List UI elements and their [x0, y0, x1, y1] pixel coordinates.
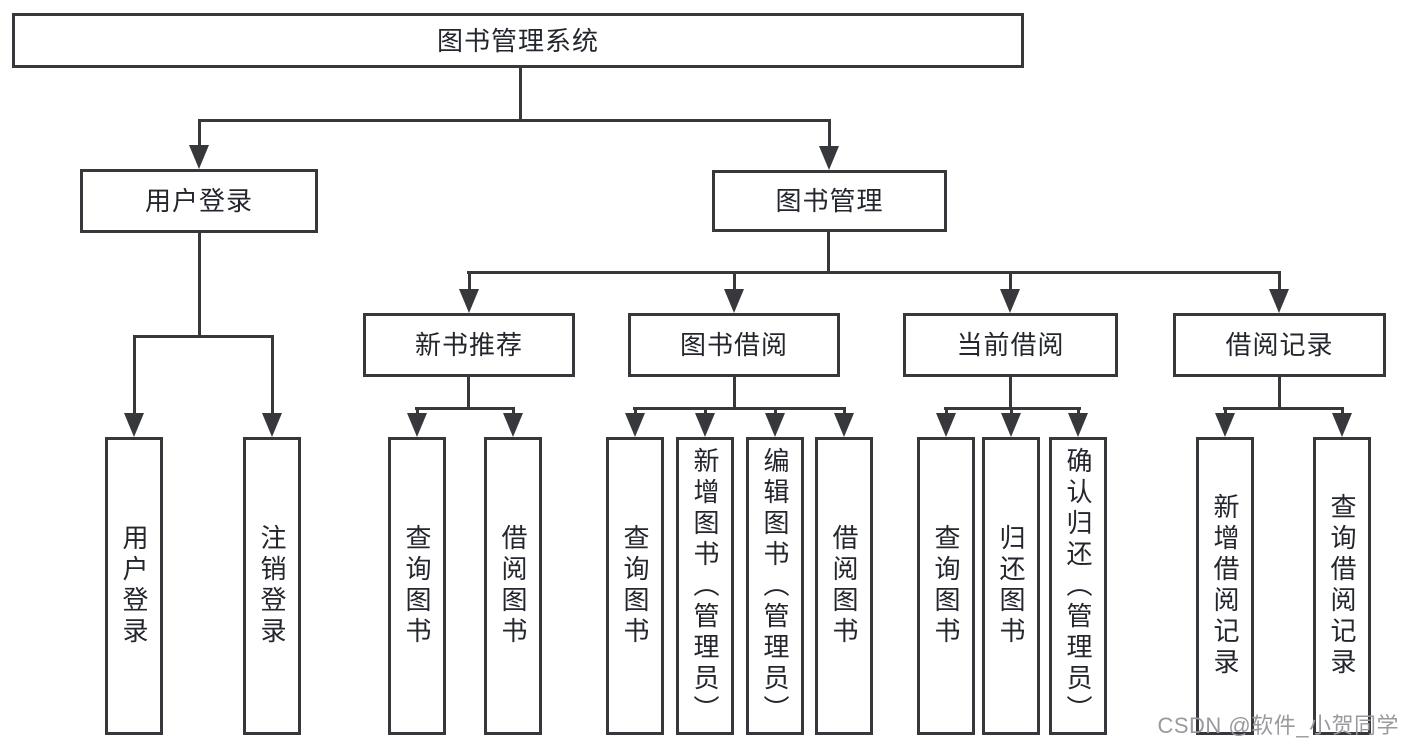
arrow-down-icon [1068, 413, 1088, 437]
connector-drop [468, 271, 471, 293]
connector-drop [1009, 271, 1012, 293]
connector-bar [633, 407, 846, 410]
node-book-borrowing: 图书借阅 [628, 313, 840, 377]
arrow-down-icon [819, 146, 839, 170]
leaf-borrow-add-books-admin: 新增图书（管理员） [676, 437, 734, 735]
node-current-borrowing: 当前借阅 [903, 313, 1118, 377]
connector-bar [467, 271, 1281, 274]
connector-stem [1278, 377, 1281, 410]
connector-drop [774, 407, 777, 417]
connector-drop [198, 119, 201, 149]
node-new-book-recommendation: 新书推荐 [363, 313, 575, 377]
arrow-down-icon [625, 413, 645, 437]
connector-drop [1224, 407, 1227, 417]
connector-bar [415, 407, 515, 410]
connector-stem [1009, 377, 1012, 410]
arrow-down-icon [1269, 289, 1289, 313]
connector-drop [828, 119, 831, 149]
leaf-borrow-edit-books-admin: 编辑图书（管理员） [746, 437, 804, 735]
connector-drop [1010, 407, 1013, 417]
arrow-down-icon [695, 413, 715, 437]
connector-drop [634, 407, 637, 417]
connector-drop [1278, 271, 1281, 293]
connector-drop [843, 407, 846, 417]
leaf-borrow-borrow-books: 借阅图书 [815, 437, 873, 735]
connector-bar [198, 119, 831, 122]
arrow-down-icon [124, 413, 144, 437]
node-user-login: 用户登录 [80, 169, 318, 233]
arrow-down-icon [1332, 413, 1352, 437]
arrow-down-icon [407, 413, 427, 437]
leaf-records-add-record: 新增借阅记录 [1196, 437, 1254, 735]
connector-stem [827, 232, 830, 274]
node-root: 图书管理系统 [12, 13, 1024, 68]
leaf-records-query-record: 查询借阅记录 [1313, 437, 1371, 735]
leaf-current-return-books: 归还图书 [982, 437, 1040, 735]
connector-bar [133, 335, 274, 338]
connector-stem [198, 233, 201, 338]
arrow-down-icon [724, 289, 744, 313]
arrow-down-icon [262, 413, 282, 437]
connector-drop [512, 407, 515, 417]
connector-stem [733, 377, 736, 410]
leaf-current-query-books: 查询图书 [917, 437, 975, 735]
arrow-down-icon [1001, 413, 1021, 437]
leaf-borrow-query-books: 查询图书 [606, 437, 664, 735]
arrow-down-icon [936, 413, 956, 437]
connector-drop [416, 407, 419, 417]
connector-drop [133, 335, 136, 415]
connector-bar [1223, 407, 1344, 410]
arrow-down-icon [503, 413, 523, 437]
connector-drop [1077, 407, 1080, 417]
connector-drop [704, 407, 707, 417]
csdn-watermark: CSDN @软件_小贺同学 [1157, 713, 1399, 738]
connector-drop [1341, 407, 1344, 417]
leaf-current-confirm-return-admin: 确认归还（管理员） [1049, 437, 1107, 735]
connector-drop [271, 335, 274, 415]
arrow-down-icon [459, 289, 479, 313]
connector-drop [733, 271, 736, 293]
leaf-recommend-query-books: 查询图书 [388, 437, 446, 735]
arrow-down-icon [765, 413, 785, 437]
arrow-down-icon [1215, 413, 1235, 437]
connector-stem [519, 68, 522, 122]
connector-drop [945, 407, 948, 417]
arrow-down-icon [1000, 289, 1020, 313]
connector-stem [467, 377, 470, 410]
arrow-down-icon [834, 413, 854, 437]
leaf-recommend-borrow-books: 借阅图书 [484, 437, 542, 735]
leaf-logout: 注销登录 [243, 437, 301, 735]
node-borrowing-records: 借阅记录 [1173, 313, 1386, 377]
leaf-user-login: 用户登录 [105, 437, 163, 735]
node-book-management: 图书管理 [712, 170, 947, 232]
arrow-down-icon [189, 145, 209, 169]
